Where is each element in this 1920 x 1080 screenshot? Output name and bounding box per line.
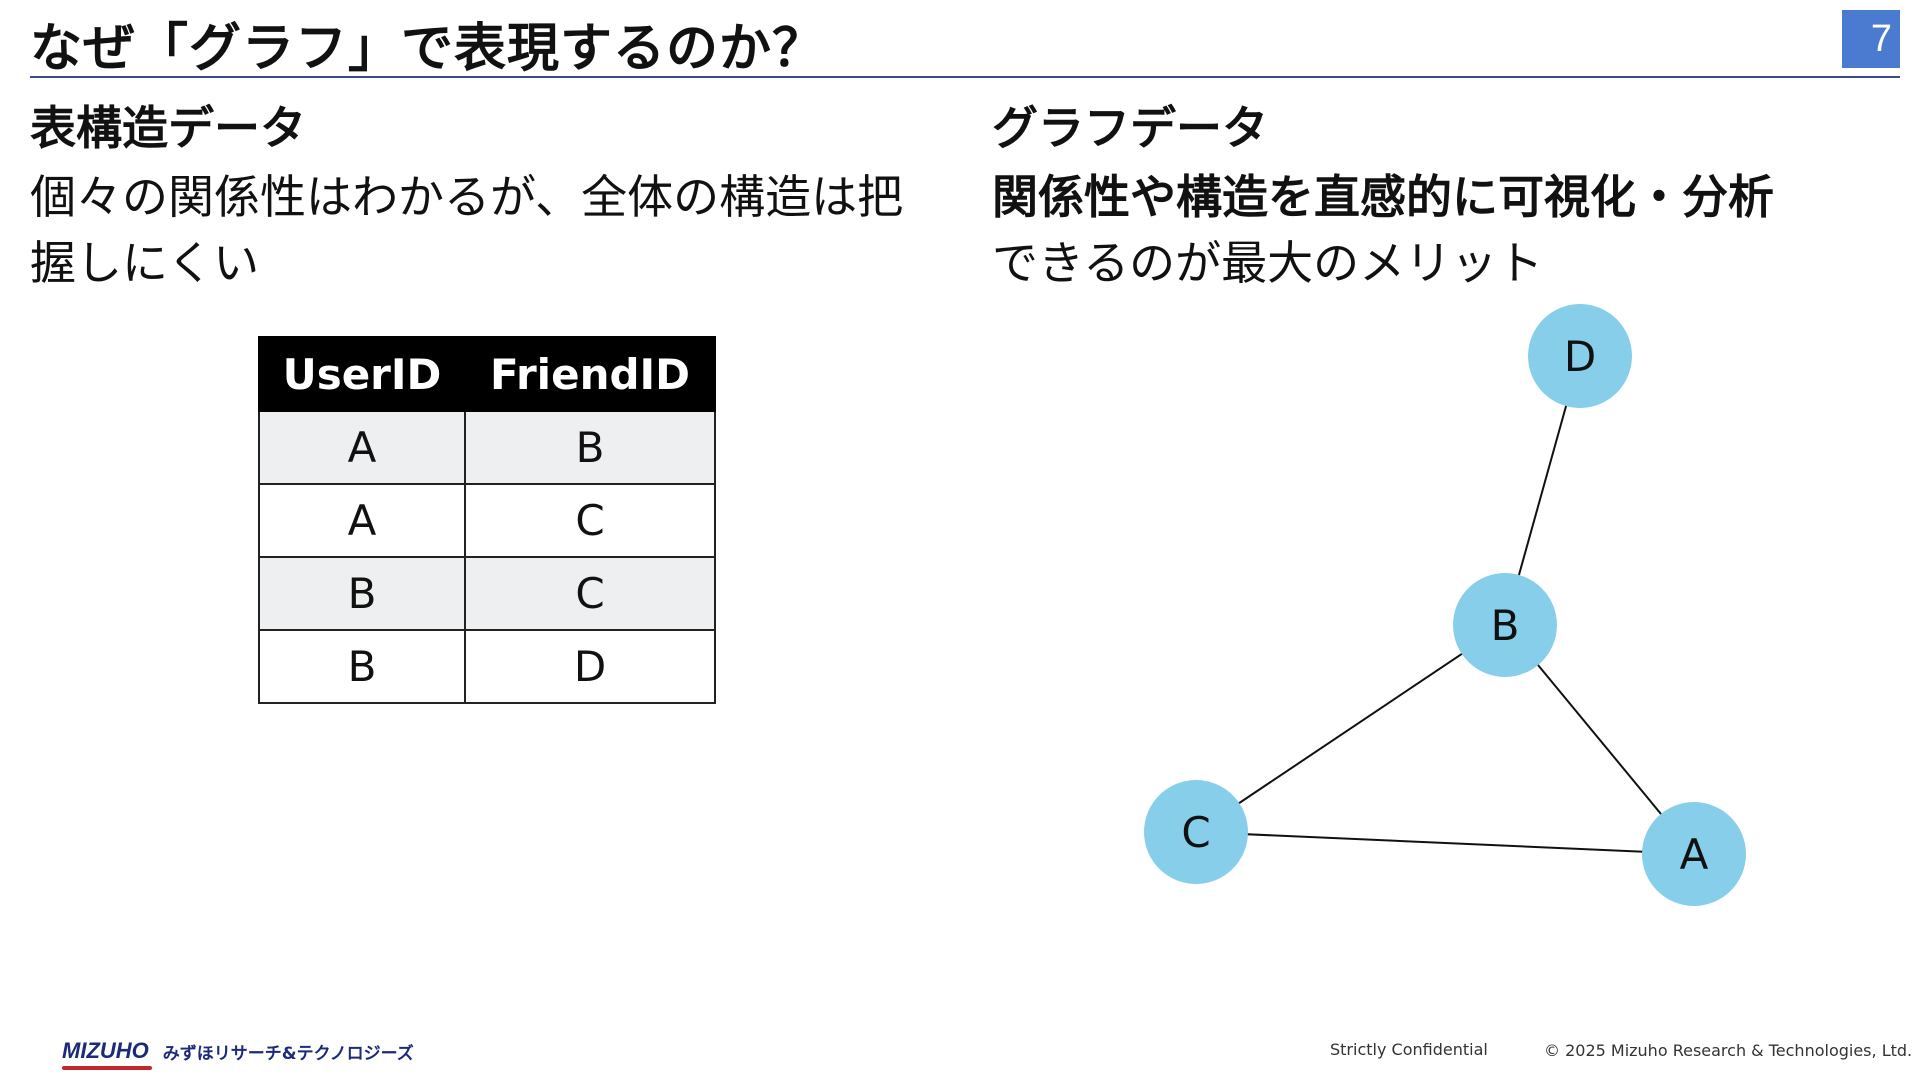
graph-description-strong: 関係性や構造を直感的に可視化・分析 <box>992 170 1774 224</box>
graph-node-label-b: B <box>1491 601 1520 650</box>
page-number-badge: 7 <box>1842 10 1900 68</box>
copyright-notice: © 2025 Mizuho Research & Technologies, L… <box>1544 1041 1913 1060</box>
graph-node-label-d: D <box>1564 332 1596 381</box>
company-name: みずほリサーチ&テクノロジーズ <box>162 1044 414 1064</box>
graph-edge-b-c <box>1195 624 1506 833</box>
table-cell-userid: B <box>258 556 466 631</box>
table-header-row: UserID FriendID <box>258 336 716 412</box>
graph-node-label-c: C <box>1181 808 1210 857</box>
title-divider <box>30 76 1900 78</box>
graph-description: 関係性や構造を直感的に可視化・分析 できるのが最大のメリット <box>992 164 1892 296</box>
footer-logo: MIZUHO みずほリサーチ&テクノロジーズ <box>62 1038 414 1070</box>
mizuho-logo: MIZUHO <box>62 1038 152 1070</box>
table-cell-friendid: C <box>464 483 716 558</box>
graph-description-normal: できるのが最大のメリット <box>992 236 1544 290</box>
graph-node-c <box>1144 780 1248 884</box>
table-cell-userid: B <box>258 629 466 704</box>
table-cell-friendid: B <box>464 410 716 485</box>
table-row: B D <box>258 629 716 704</box>
table-section-heading: 表構造データ <box>30 101 306 155</box>
confidential-label: Strictly Confidential <box>1330 1040 1488 1059</box>
table-cell-friendid: D <box>464 629 716 704</box>
graph-node-d <box>1528 304 1632 408</box>
graph-node-label-a: A <box>1680 830 1709 879</box>
graph-edge-a-c <box>1195 831 1695 855</box>
column-header-friendid: FriendID <box>464 336 716 412</box>
graph-section-heading: グラフデータ <box>992 101 1268 155</box>
graph-node-a <box>1642 802 1746 906</box>
table-row: A B <box>258 410 716 485</box>
table-cell-friendid: C <box>464 556 716 631</box>
table-row: A C <box>258 483 716 558</box>
logo-swoosh <box>62 1066 152 1070</box>
table-cell-userid: A <box>258 410 466 485</box>
slide-title: なぜ「グラフ」で表現するのか？ <box>30 19 826 79</box>
table-row: B C <box>258 556 716 631</box>
column-header-userid: UserID <box>258 336 466 412</box>
table-description: 個々の関係性はわかるが、全体の構造は把握しにくい <box>30 170 904 290</box>
friend-table: UserID FriendID A B A C B C B D <box>258 336 716 704</box>
graph-node-b <box>1453 573 1557 677</box>
table-cell-userid: A <box>258 483 466 558</box>
